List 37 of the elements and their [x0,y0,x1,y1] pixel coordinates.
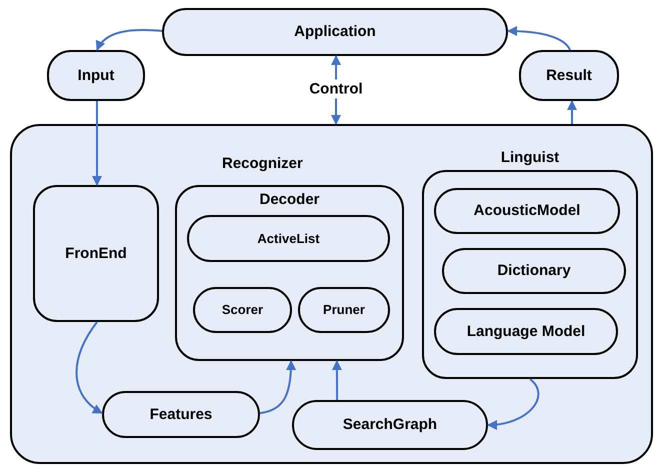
rounded-box [519,50,619,101]
node-label: Application [293,23,377,41]
node-label: FronEnd [64,244,128,262]
group-heading: Recognizer [222,154,303,174]
node-label: Dictionary [496,262,572,280]
rounded-box [102,391,260,438]
node-label: AcousticModel [472,202,582,220]
rounded-box [442,248,626,294]
group-heading: Decoder [259,190,320,210]
rounded-box [187,215,390,262]
rounded-box [193,287,292,333]
group-heading: Linguist [500,148,560,168]
node-label: Features [148,406,214,424]
rounded-box [33,185,159,322]
arrow [76,321,103,414]
node-label: Language Model [466,322,586,340]
rounded-box [298,287,390,333]
arrow [507,26,571,50]
rounded-box [47,50,145,101]
arrow [487,378,540,430]
group-box [175,185,404,361]
rounded-box [292,400,488,450]
node-label: Result [545,66,593,84]
arrow [92,101,102,186]
node-label: Scorer [220,302,264,318]
arrow [332,360,342,400]
node-label: Pruner [322,302,366,318]
rounded-box [434,188,620,234]
arrow [96,29,162,51]
group-box [10,124,653,464]
rounded-box [162,8,508,56]
node-label: Input [76,66,116,84]
rounded-box [434,308,618,355]
node-label: SearchGraph [342,416,438,434]
arrow [567,100,577,124]
arrow [260,360,296,414]
node-label: ActiveList [256,230,321,246]
